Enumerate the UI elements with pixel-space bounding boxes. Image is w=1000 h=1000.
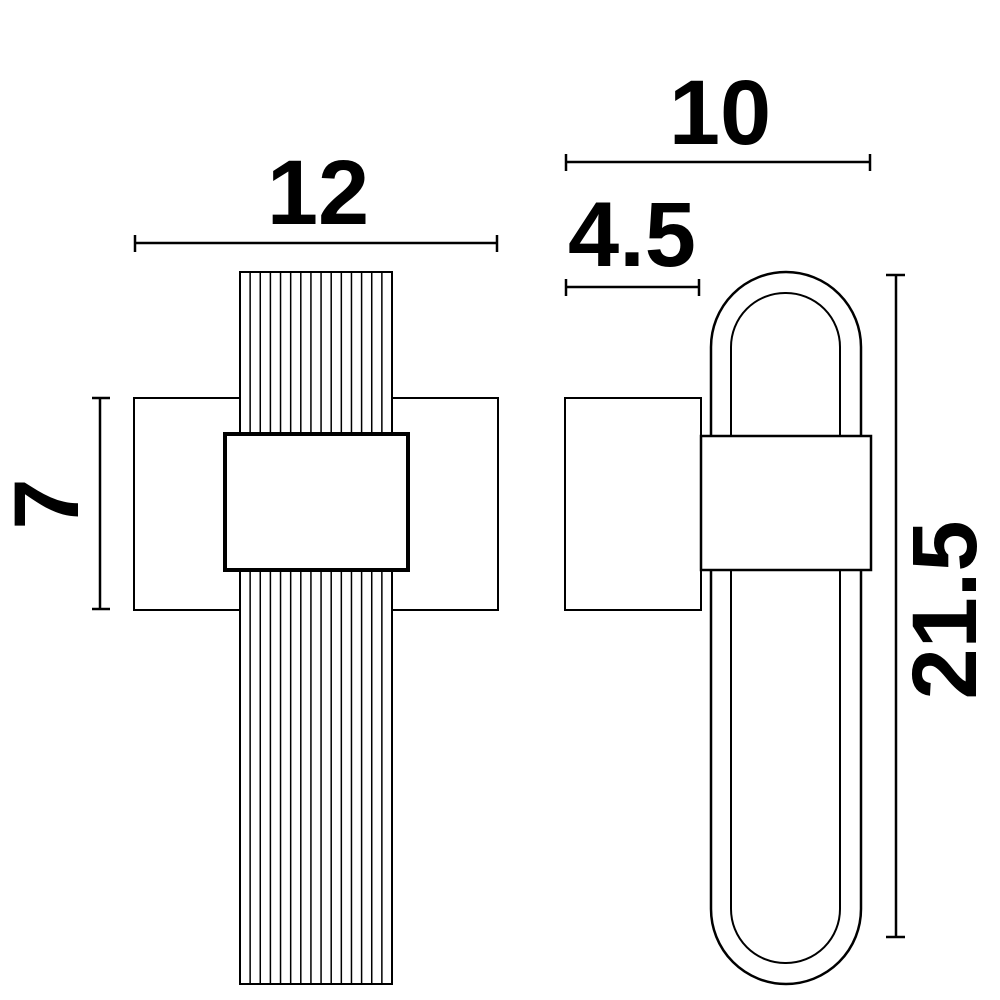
side-depth-total-label: 10 — [669, 62, 771, 164]
side-inner-loop — [730, 292, 841, 964]
front-width-dimension: 12 — [133, 142, 499, 252]
front-width-label: 12 — [267, 142, 369, 244]
side-view — [564, 270, 873, 986]
side-wall-block — [564, 397, 702, 611]
side-depth-base-label: 4.5 — [568, 184, 696, 286]
side-depth-base-dimension: 4.5 — [564, 184, 701, 296]
side-height-label: 21.5 — [894, 520, 996, 699]
front-shade-flutes — [249, 272, 383, 984]
side-center-band — [699, 434, 873, 572]
side-depth-total-dimension: 10 — [564, 62, 872, 171]
side-height-dimension: 21.5 — [886, 273, 996, 939]
front-height-dimension: 7 — [0, 396, 110, 611]
front-view — [133, 271, 499, 985]
front-height-label: 7 — [0, 478, 98, 529]
front-center-band — [223, 432, 410, 572]
side-outer-loop — [709, 270, 863, 986]
front-fluted-shade — [239, 271, 393, 985]
